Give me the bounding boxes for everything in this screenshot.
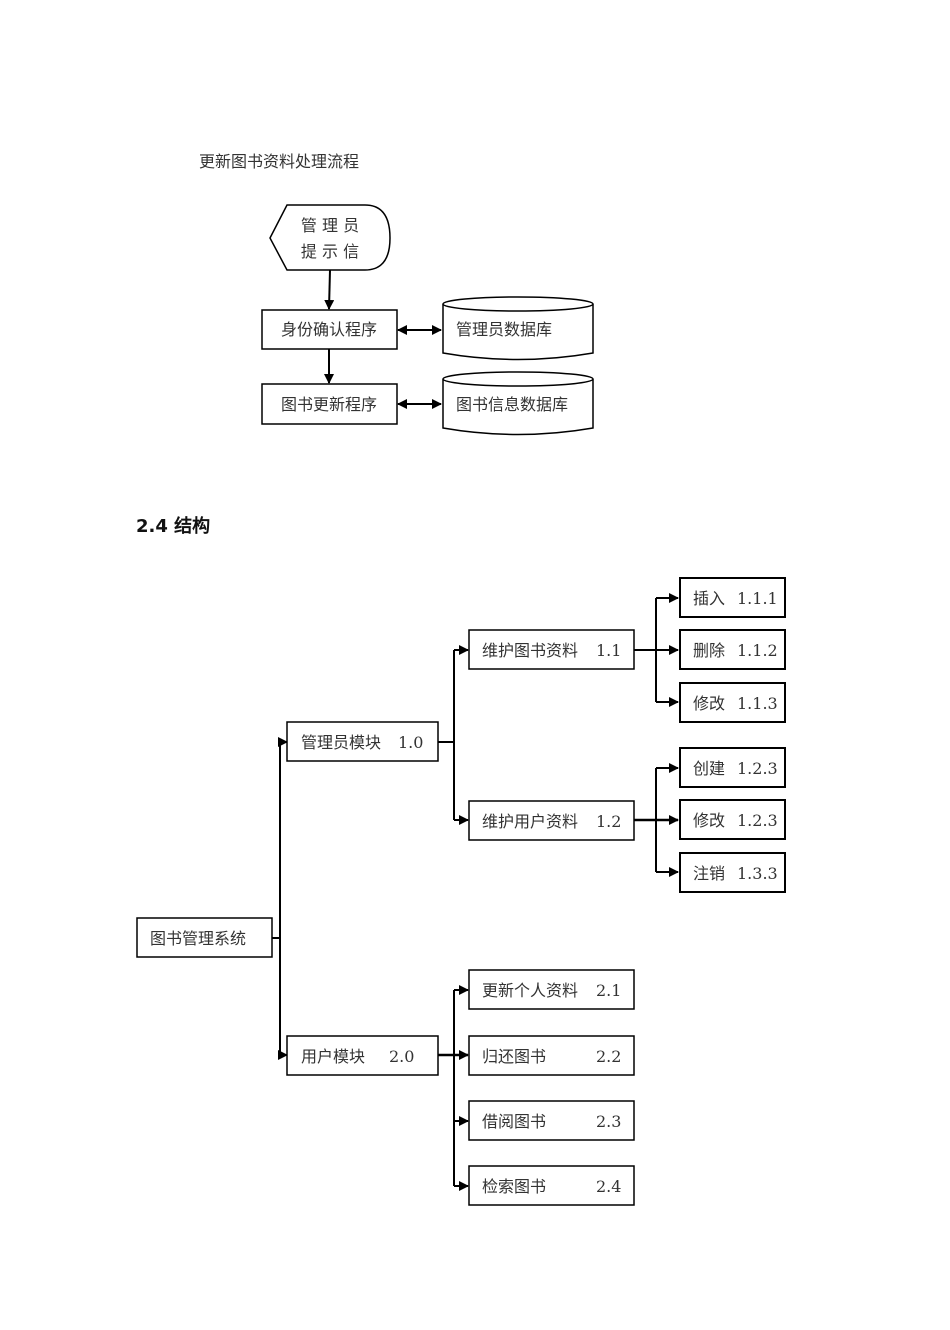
leaf-update-profile-code: 2.1 — [596, 981, 621, 1000]
submodule-users-code: 1.2 — [596, 812, 621, 831]
process-update: 图书更新程序 — [261, 383, 398, 425]
section-heading: 2.4 结构 — [136, 516, 211, 537]
leaf-delete-label: 删除 — [693, 641, 725, 660]
leaf-cancel-label: 注销 — [693, 864, 725, 883]
leaf-search-book: 检索图书 2.4 — [468, 1165, 635, 1206]
submodule-users-label: 维护用户资料 — [482, 812, 578, 831]
leaf-update-profile: 更新个人资料 2.1 — [468, 969, 635, 1010]
module-user-code: 2.0 — [389, 1047, 414, 1066]
leaf-modify-user-label: 修改 — [693, 811, 725, 830]
connectors-users — [634, 763, 679, 877]
leaf-return-book-code: 2.2 — [596, 1047, 621, 1066]
module-user-label: 用户模块 — [301, 1047, 365, 1066]
connectors-root — [272, 737, 288, 1060]
leaf-modify-user-code: 1.2.3 — [737, 811, 778, 830]
submodule-books-label: 维护图书资料 — [482, 641, 578, 660]
tree-root: 图书管理系统 — [136, 917, 273, 958]
leaf-modify-user: 修改 1.2.3 — [679, 799, 786, 840]
leaf-modify-book-code: 1.1.3 — [737, 694, 778, 713]
submodule-books: 维护图书资料 1.1 — [468, 629, 635, 670]
leaf-create-label: 创建 — [693, 759, 725, 778]
leaf-modify-book-label: 修改 — [693, 694, 725, 713]
leaf-delete: 删除 1.1.2 — [679, 629, 786, 670]
flow-arrow-1 — [324, 269, 335, 310]
leaf-cancel: 注销 1.3.3 — [679, 852, 786, 893]
leaf-insert-code: 1.1.1 — [737, 589, 778, 608]
leaf-return-book: 归还图书 2.2 — [468, 1035, 635, 1076]
database-admin-label: 管理员数据库 — [456, 320, 552, 339]
module-admin: 管理员模块 1.0 — [286, 721, 439, 762]
leaf-insert-label: 插入 — [693, 589, 725, 608]
leaf-delete-code: 1.1.2 — [737, 641, 778, 660]
submodule-books-code: 1.1 — [596, 641, 621, 660]
module-admin-code: 1.0 — [398, 733, 423, 752]
process-identity-label: 身份确认程序 — [281, 320, 377, 339]
database-books: 图书信息数据库 — [442, 371, 594, 436]
leaf-insert: 插入 1.1.1 — [679, 577, 786, 618]
leaf-modify-book: 修改 1.1.3 — [679, 682, 786, 723]
connectors-user — [438, 985, 469, 1191]
leaf-update-profile-label: 更新个人资料 — [482, 981, 578, 1000]
leaf-return-book-label: 归还图书 — [482, 1047, 546, 1066]
leaf-create: 创建 1.2.3 — [679, 747, 786, 788]
submodule-users: 维护用户资料 1.2 — [468, 800, 635, 841]
leaf-borrow-book-code: 2.3 — [596, 1112, 621, 1131]
display-line2: 提 示 信 — [301, 242, 359, 261]
leaf-borrow-book-label: 借阅图书 — [482, 1112, 546, 1131]
leaf-search-book-label: 检索图书 — [482, 1177, 546, 1196]
tree-root-label: 图书管理系统 — [150, 929, 246, 948]
leaf-cancel-code: 1.3.3 — [737, 864, 778, 883]
connectors-books — [634, 593, 679, 707]
leaf-search-book-code: 2.4 — [596, 1177, 621, 1196]
database-books-label: 图书信息数据库 — [456, 395, 568, 414]
module-admin-label: 管理员模块 — [301, 733, 381, 752]
database-admin: 管理员数据库 — [442, 296, 594, 361]
flow-title: 更新图书资料处理流程 — [199, 152, 360, 171]
process-update-label: 图书更新程序 — [281, 395, 377, 414]
connectors-admin — [438, 645, 469, 825]
display-line1: 管 理 员 — [301, 216, 359, 235]
display-shape: 管 理 员 提 示 信 — [269, 204, 391, 271]
module-user: 用户模块 2.0 — [286, 1035, 439, 1076]
process-identity: 身份确认程序 — [261, 309, 398, 350]
leaf-borrow-book: 借阅图书 2.3 — [468, 1100, 635, 1141]
leaf-create-code: 1.2.3 — [737, 759, 778, 778]
